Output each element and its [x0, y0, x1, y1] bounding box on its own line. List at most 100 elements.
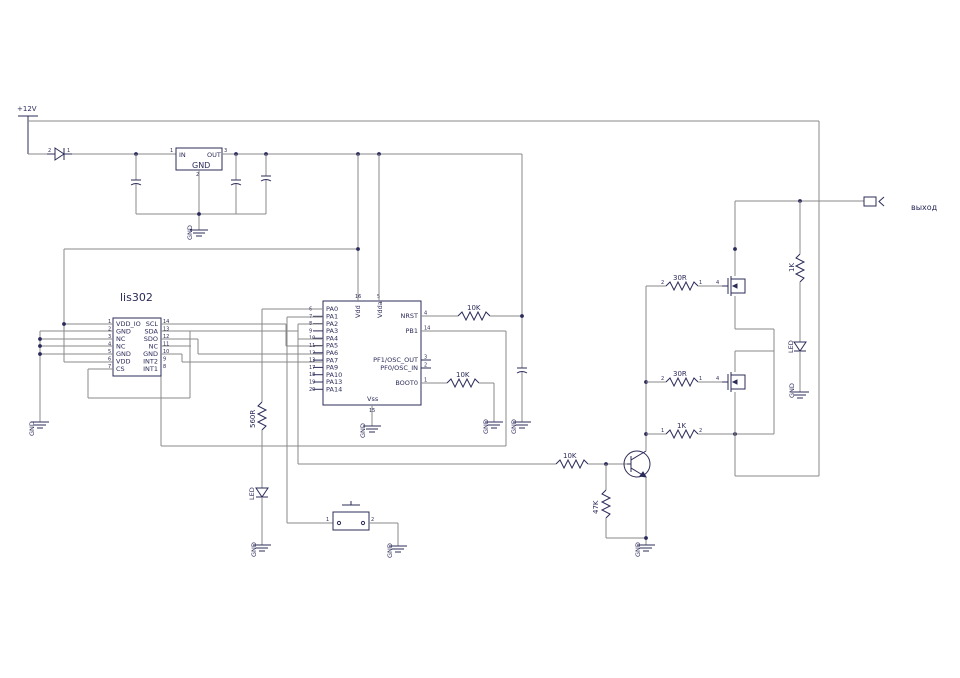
mcu-pin-label: BOOT0	[395, 379, 418, 387]
accel-pin-label: NC	[116, 343, 126, 351]
svg-text:2: 2	[371, 517, 374, 523]
accel-pin-number: 10	[163, 349, 169, 355]
mcu-pin-number: 20	[309, 387, 315, 393]
mcu-pin-label: PB1	[405, 327, 418, 335]
svg-text:3: 3	[224, 148, 227, 154]
mcu-pin-number: 12	[309, 350, 315, 356]
accel-pin-label: SDA	[145, 328, 159, 336]
svg-text:2: 2	[661, 280, 664, 286]
resistor-boot0: 10K	[446, 371, 480, 389]
svg-text:10K: 10K	[467, 304, 481, 312]
output-connector: выход	[863, 196, 938, 212]
mcu-pin-label: PA7	[326, 356, 338, 364]
mcu-pin-label: PA14	[326, 386, 342, 394]
svg-text:Vdda: Vdda	[376, 301, 384, 318]
svg-text:LED: LED	[787, 340, 795, 353]
svg-text:OUT: OUT	[207, 151, 221, 159]
ground-symbol: GND	[28, 421, 49, 436]
mcu-pin-label: PA1	[326, 313, 338, 321]
nrst-capacitor	[516, 367, 528, 422]
svg-text:2: 2	[699, 428, 702, 434]
svg-text:1: 1	[170, 148, 173, 154]
svg-text:1K: 1K	[677, 422, 686, 430]
accel-pin-number: 8	[163, 364, 166, 370]
svg-text:GND: GND	[359, 423, 367, 438]
svg-text:GND: GND	[482, 419, 490, 434]
mcu-pin-number: 18	[309, 372, 315, 378]
resistor-base-pulldown: 47K	[592, 489, 612, 519]
mosfet-1: 4	[716, 276, 746, 296]
svg-text:Vss: Vss	[367, 395, 379, 403]
mcu-pin-label: PA6	[326, 349, 338, 357]
mcu-pin-label: NRST	[401, 312, 419, 320]
output-capacitor-2	[260, 154, 272, 214]
svg-text:2: 2	[196, 172, 199, 178]
svg-text:GND: GND	[788, 383, 796, 398]
svg-text:1K: 1K	[788, 263, 796, 272]
accel-pin-number: 3	[108, 334, 111, 340]
mosfet-2: 4	[716, 372, 746, 392]
mcu-pin-label: PA0	[326, 305, 338, 313]
ground-symbol: GND	[482, 419, 503, 434]
accel-pin-number: 13	[163, 327, 169, 333]
svg-text:1: 1	[326, 517, 329, 523]
resistor-nrst: 10K	[457, 304, 491, 322]
svg-text:LED: LED	[248, 487, 256, 500]
voltage-regulator: IN OUT GND 1 3 2	[170, 147, 227, 178]
mcu-pin-label: PA13	[326, 378, 342, 386]
svg-text:GND: GND	[186, 225, 194, 240]
svg-text:4: 4	[716, 376, 719, 382]
svg-text:560R: 560R	[249, 410, 257, 428]
mcu-pin-number: 1	[424, 378, 427, 384]
mcu-pin-label: PF0/OSC_IN	[380, 364, 418, 372]
svg-text:2: 2	[661, 376, 664, 382]
accel-pin-number: 2	[108, 327, 111, 333]
accel-pin-label: VDD	[116, 358, 130, 366]
output-capacitor-1	[230, 154, 242, 214]
svg-text:30R: 30R	[673, 274, 687, 282]
led-left: LED	[248, 487, 269, 500]
accel-pin-label: VDD_IO	[116, 320, 141, 328]
ground-symbol: GND	[250, 542, 271, 557]
mcu-pin-number: 2	[424, 363, 427, 369]
output-label: выход	[911, 203, 938, 212]
svg-text:GND: GND	[386, 543, 394, 558]
accel-pin-label: GND	[116, 350, 131, 358]
svg-text:1: 1	[699, 376, 702, 382]
svg-text:10K: 10K	[563, 452, 577, 460]
ground-symbol: GND	[186, 225, 208, 240]
accel-pin-label: SDO	[144, 335, 158, 343]
microcontroller: Vdd Vdda 16 5 Vss 15 PA06PA17PA28PA39PA4…	[309, 294, 431, 414]
accel-pin-number: 5	[108, 349, 111, 355]
accel-pin-number: 11	[163, 342, 169, 348]
accel-pin-label: SCL	[146, 320, 159, 328]
accel-pin-number: 4	[108, 342, 111, 348]
accel-pin-label: INT2	[143, 358, 158, 366]
mcu-pin-number: 3	[424, 355, 427, 361]
mcu-pin-number: 9	[309, 328, 312, 334]
accel-pin-number: 12	[163, 334, 169, 340]
resistor-gate-1: 30R 2 1	[661, 274, 702, 292]
mcu-pin-label: PA10	[326, 371, 342, 379]
svg-text:47K: 47K	[592, 500, 600, 514]
mcu-pin-number: 14	[424, 326, 430, 332]
accel-pin-label: NC	[116, 335, 126, 343]
accel-pin-number: 14	[163, 319, 169, 325]
resistor-led-left: 560R	[249, 401, 268, 431]
svg-text:30R: 30R	[673, 370, 687, 378]
npn-transistor	[623, 450, 651, 478]
mcu-pin-number: 4	[424, 311, 427, 317]
accel-pin-label: INT1	[143, 365, 158, 373]
svg-text:GND: GND	[192, 161, 210, 170]
ground-symbol: GND	[510, 419, 531, 434]
accel-pin-number: 6	[108, 357, 111, 363]
accel-pin-number: 1	[108, 319, 111, 325]
power-supply-symbol: +12V	[17, 105, 38, 154]
mcu-pin-label: PA3	[326, 327, 338, 335]
mcu-pin-label: PA5	[326, 342, 338, 350]
accel-pin-label: GND	[143, 350, 158, 358]
mcu-pin-number: 17	[309, 365, 315, 371]
svg-text:1: 1	[661, 428, 664, 434]
accel-pin-label: NC	[149, 343, 159, 351]
